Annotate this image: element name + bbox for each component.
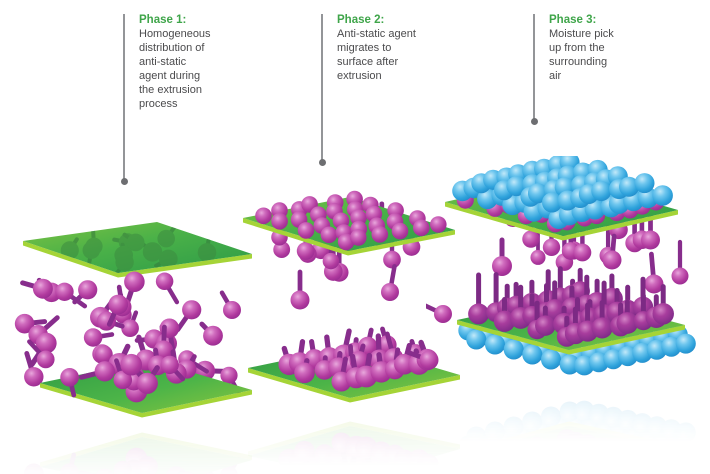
phase-1-description: Homogeneous distribution of anti-static … — [139, 28, 211, 110]
phase-3-connector-line — [530, 14, 538, 125]
phase-3-artwork — [434, 400, 696, 458]
phase-3-connector-dot — [530, 118, 538, 125]
phase-1-connector-line — [120, 14, 128, 185]
phase-3-label: Phase 3: — [549, 14, 597, 26]
phase-2-connector-line — [318, 14, 326, 166]
phase-3-artwork — [426, 156, 696, 376]
phase-2-illustration — [214, 188, 466, 412]
phase-2-connector-dot — [318, 159, 326, 166]
phase-2-description: Anti-static agent migrates to surface af… — [337, 28, 416, 82]
phase-3-illustration-reflection — [426, 388, 698, 458]
phase-2-artwork — [219, 190, 460, 403]
phase-1-artwork — [14, 222, 252, 418]
phase-3-caption: Phase 3: Moisture pick up from the surro… — [549, 13, 661, 83]
phase-2-artwork — [248, 421, 460, 474]
phase-1-illustration — [6, 205, 256, 425]
phase-1-label: Phase 1: — [139, 14, 187, 26]
phase-2-illustration-reflection — [214, 412, 466, 474]
phase-3-illustration — [426, 156, 698, 388]
phase-1-caption: Phase 1: Homogeneous distribution of ant… — [139, 13, 251, 111]
phase-1-connector-dot — [120, 178, 128, 185]
phase-2-caption: Phase 2: Anti-static agent migrates to s… — [337, 13, 449, 83]
phase-3-description: Moisture pick up from the surrounding ai… — [549, 28, 614, 82]
phase-2-label: Phase 2: — [337, 14, 385, 26]
